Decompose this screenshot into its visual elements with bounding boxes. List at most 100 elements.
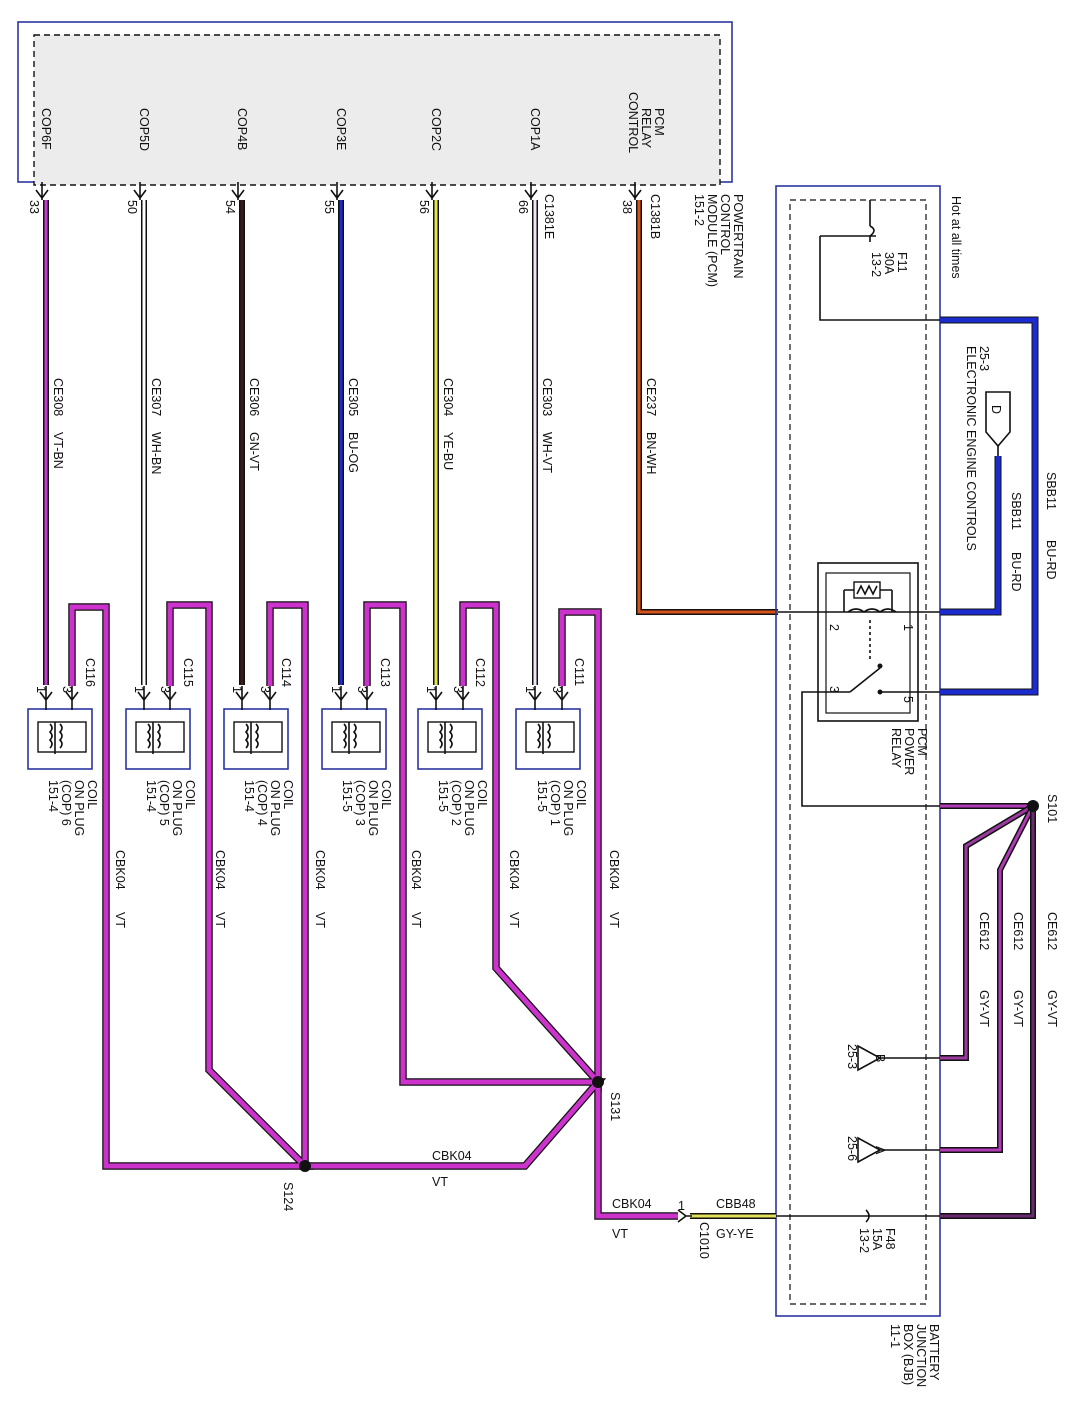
- ref-arrow-b: [857, 1044, 940, 1072]
- coil3-pin3: 3: [355, 686, 369, 693]
- pcm-title: POWERTRAIN CONTROL MODULE (PCM) 151-2: [692, 194, 745, 287]
- relay-pin-1: 1: [901, 624, 915, 631]
- pcm-pin-cop4b: COP4B: [235, 108, 249, 150]
- pin-number-50: 50: [125, 200, 139, 214]
- coil3-name-4: 151-5: [340, 780, 354, 812]
- circuit-ce307: CE307: [149, 378, 163, 416]
- splice-s101-label: S101: [1045, 794, 1059, 823]
- coil5-name-2: ON PLUG: [170, 780, 184, 836]
- relay-pin-3: 3: [827, 686, 841, 693]
- coil-cop2: [417, 686, 483, 770]
- coil-c116: C116: [83, 658, 97, 687]
- coil-cop5: [125, 686, 191, 770]
- ref-b-number: 25-3: [845, 1044, 859, 1069]
- circuit-ce304-color: YE-BU: [441, 432, 455, 470]
- coil-connector-labels: C116 C115 C114 C113 C112 C111 1 3 1 3 1 …: [34, 658, 586, 693]
- circuit-ce237-color: BN-WH: [644, 432, 658, 474]
- ce612-color-2: GY-VT: [1011, 990, 1025, 1027]
- coil6-name-3: (COP) 6: [59, 780, 73, 826]
- ground-color-4: VT: [409, 912, 423, 928]
- bjb-title-2: JUNCTION: [914, 1324, 928, 1387]
- circuit-ce303-color: WH-VT: [540, 432, 554, 473]
- coil-cop4: [223, 686, 289, 770]
- coil4-name-3: (COP) 4: [255, 780, 269, 826]
- ground-color-1: VT: [113, 912, 127, 928]
- bjb-box: [775, 185, 941, 1317]
- bjb-title-1: BATTERY: [927, 1324, 941, 1381]
- pcm-module: COP6F COP5D COP4B COP3E COP2C COP1A PCM …: [17, 21, 733, 186]
- coil2-pin3: 3: [451, 686, 465, 693]
- coil4-name-2: ON PLUG: [268, 780, 282, 836]
- cbb48-label: CBB48: [716, 1197, 756, 1211]
- bjb-title: BATTERY JUNCTION BOX (BJB) 11-1: [888, 1324, 941, 1387]
- pcm-pin-cop1a: COP1A: [528, 108, 542, 151]
- c1010-connector: C1010: [697, 1222, 711, 1259]
- coil3-name-2: ON PLUG: [366, 780, 380, 836]
- coil-c111: C111: [572, 658, 586, 686]
- coil4-pin1: 1: [230, 686, 244, 693]
- pcm-relay-control-label-1: PCM: [652, 108, 666, 136]
- pcm-pin-cop3e: COP3E: [334, 108, 348, 150]
- fuse-f11-label: F11: [895, 252, 909, 273]
- eec-connector-d: [985, 391, 1011, 456]
- splice-s101-dot: [1027, 800, 1039, 812]
- coil6-pin3: 3: [60, 686, 74, 693]
- coil6-name-1: COIL: [85, 780, 99, 809]
- ground-label-6: CBK04: [607, 850, 621, 890]
- coil-c113: C113: [378, 658, 392, 687]
- ce612-label-1: CE612: [977, 912, 991, 950]
- eec-letter: D: [989, 405, 1003, 414]
- circuit-ce308-color: VT-BN: [51, 432, 65, 469]
- pcm-pin-cop2c: COP2C: [429, 108, 443, 151]
- c1010-pin: 1: [678, 1199, 685, 1213]
- coil2-name-1: COIL: [475, 780, 489, 809]
- circuit-ce308: CE308: [51, 378, 65, 416]
- coil6-pin1: 1: [34, 686, 48, 693]
- coil1-name-4: 151-5: [535, 780, 549, 812]
- ground-color-2: VT: [213, 912, 227, 928]
- fuse-f11: [819, 200, 940, 321]
- coil4-name-1: COIL: [281, 780, 295, 809]
- relay-label-2: POWER: [902, 728, 916, 775]
- ref-a-letter: A: [873, 1146, 887, 1155]
- ground-label-3: CBK04: [313, 850, 327, 890]
- ground-label-1: CBK04: [113, 850, 127, 890]
- pcm-pin-cop5d: COP5D: [137, 108, 151, 151]
- coil-c115: C115: [181, 658, 195, 687]
- coil1-pin1: 1: [523, 686, 537, 693]
- splice-s131-dot: [592, 1076, 604, 1088]
- signal-wires: [43, 200, 778, 685]
- ce612-label-3: CE612: [1045, 912, 1059, 950]
- coil-cop6: [27, 686, 93, 770]
- circuit-labels: CE308 VT-BN CE307 WH-BN CE306 GN-VT CE30…: [51, 378, 658, 474]
- circuit-ce303: CE303: [540, 378, 554, 416]
- coil1-pin3: 3: [550, 686, 564, 693]
- splice-s131-label: S131: [608, 1092, 622, 1121]
- coil2-pin1: 1: [424, 686, 438, 693]
- ce612-color-3: GY-VT: [1045, 990, 1059, 1027]
- eec-label: ELECTRONIC ENGINE CONTROLS: [964, 346, 978, 551]
- sbb11-inner-label: SBB11: [1009, 492, 1023, 530]
- relay-label-1: PCM: [915, 728, 929, 756]
- cbb48-color: GY-YE: [716, 1227, 754, 1241]
- pcm-power-relay: [778, 562, 940, 807]
- c1010-left-circuit: CBK04: [612, 1197, 652, 1211]
- splice-s124-label: S124: [281, 1182, 295, 1211]
- fuse-f48-ref: 13-2: [857, 1228, 871, 1253]
- ground-color-6: VT: [607, 912, 621, 928]
- fuse-f11-rating: 30A: [882, 252, 896, 275]
- relay-pin-5: 5: [901, 696, 915, 703]
- coil1-name-1: COIL: [574, 780, 588, 809]
- sbb11-label: SBB11: [1044, 472, 1058, 510]
- coil5-name-1: COIL: [183, 780, 197, 809]
- coil-names: COIL ON PLUG (COP) 6 151-4 COIL ON PLUG …: [46, 780, 588, 836]
- bjb-hot-label: Hot at all times: [949, 196, 963, 279]
- coil3-name-3: (COP) 3: [353, 780, 367, 826]
- fuse-f48-rating: 15A: [870, 1228, 884, 1251]
- coil2-name-4: 151-5: [436, 780, 450, 812]
- ce612-label-2: CE612: [1011, 912, 1025, 950]
- connector-c1381e: C1381E: [542, 194, 556, 239]
- sbb11-wire: [940, 316, 1039, 696]
- ground-label-2: CBK04: [213, 850, 227, 890]
